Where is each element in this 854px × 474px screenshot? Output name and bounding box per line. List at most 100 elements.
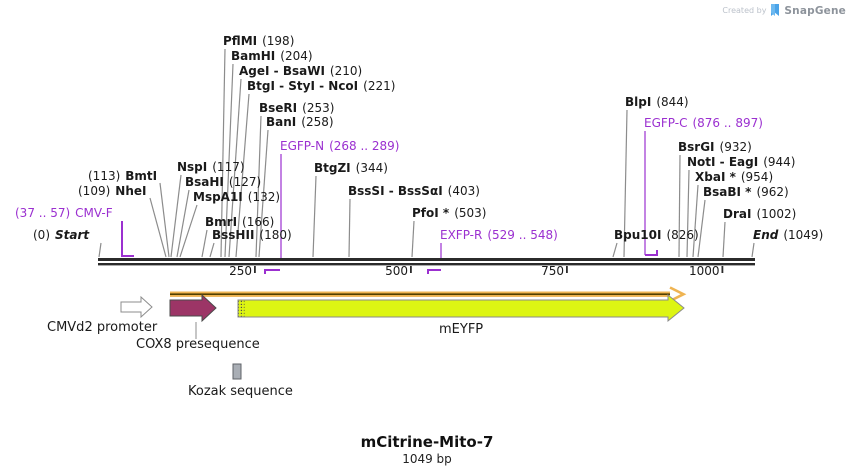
site-name: EGFP-N [280, 139, 325, 153]
site-name: AgeI - BsaWI [239, 64, 325, 78]
connector-line-pflmi [220, 48, 226, 258]
connector-line-bamhi [224, 63, 234, 258]
site-position: (844) [656, 95, 689, 109]
site-position: (268 .. 289) [329, 139, 400, 153]
site-label-agei-bsawi[interactable]: AgeI - BsaWI (210) [239, 65, 362, 78]
connector-line-noti-eagi [686, 169, 690, 258]
site-position: (127) [228, 175, 262, 189]
site-name: BmrI [205, 215, 238, 229]
connector-line-bsrgi [678, 154, 681, 258]
feature-label-kozak-sequence[interactable]: Kozak sequence [188, 384, 293, 399]
site-position: (344) [355, 161, 388, 175]
feature-label-meyfp[interactable]: mEYFP [439, 322, 484, 337]
site-label-bseri[interactable]: BseRI (253) [259, 102, 334, 115]
ruler-tick [254, 266, 256, 273]
site-position: (944) [763, 155, 796, 169]
primer-marker [645, 250, 658, 256]
site-label-bmri[interactable]: BmrI (166) [205, 216, 274, 229]
connector-line-nhei [149, 197, 167, 258]
site-name: BseRI [259, 101, 298, 115]
connector-line-end [751, 242, 755, 258]
site-label-btgi-styi-ncoi[interactable]: BtgI - StyI - NcoI (221) [247, 80, 395, 93]
site-name: PflMI [223, 34, 258, 48]
site-name: BlpI [625, 95, 652, 109]
site-position: (166) [242, 215, 275, 229]
site-name: Bpu10I [614, 228, 662, 242]
site-position: (258) [301, 115, 334, 129]
site-name: NheI [115, 184, 147, 198]
site-name: EXFP-R [440, 228, 483, 242]
site-label-exfp-r[interactable]: EXFP-R (529 .. 548) [440, 229, 558, 242]
site-label-bsahi[interactable]: BsaHI(127) [185, 176, 261, 189]
site-position: (503) [454, 206, 487, 220]
connector-line-bani [258, 129, 269, 258]
site-name: BamHI [231, 49, 276, 63]
site-name: BsrGI [678, 140, 715, 154]
snapgene-credit: Created by SnapGene [722, 4, 846, 17]
connector-line-drai [722, 221, 726, 258]
site-name: BmtI [125, 169, 158, 183]
site-position: (253) [302, 101, 335, 115]
site-label-blpi[interactable]: BlpI (844) [625, 96, 689, 109]
site-position: (962) [756, 185, 789, 199]
site-label-bsshii[interactable]: BssHII(180) [212, 229, 292, 242]
site-label-nspi[interactable]: NspI(117) [177, 161, 245, 174]
site-label-bsabi[interactable]: BsaBI *(962) [703, 186, 789, 199]
feature-box-kozak[interactable] [232, 363, 242, 380]
site-position: (113) [88, 169, 121, 183]
connector-line-bsshii [209, 242, 215, 258]
site-label-mspa1i[interactable]: MspA1I(132) [193, 191, 280, 204]
site-label-bani[interactable]: BanI(258) [266, 116, 334, 129]
site-label-bpu10i[interactable]: Bpu10I(826) [614, 229, 699, 242]
connector-line-btgzi [312, 175, 317, 258]
site-position: (109) [78, 184, 111, 198]
site-label-egfp-n[interactable]: EGFP-N (268 .. 289) [280, 140, 400, 153]
site-label-drai[interactable]: DraI(1002) [723, 208, 796, 221]
site-label-nhei[interactable]: (109) NheI [78, 185, 146, 198]
site-name: CMV-F [75, 206, 113, 220]
connector-line-xbai [692, 184, 699, 258]
ruler-tick [410, 266, 412, 273]
site-label-pflmi[interactable]: PflMI(198) [223, 35, 294, 48]
site-label-bsrgi[interactable]: BsrGI (932) [678, 141, 752, 154]
site-label-cmv-f[interactable]: (37 .. 57) CMV-F [15, 207, 113, 220]
site-label-end[interactable]: End(1049) [753, 229, 823, 242]
site-label-bamhi[interactable]: BamHI(204) [231, 50, 313, 63]
site-position: (529 .. 548) [487, 228, 558, 242]
feature-label-cox8-presequence[interactable]: COX8 presequence [136, 337, 260, 352]
site-label-xbai[interactable]: XbaI *(954) [695, 171, 773, 184]
connector-line-bpu10i [612, 242, 618, 258]
snapgene-brand-text: SnapGene [784, 4, 846, 17]
site-name: NspI [177, 160, 208, 174]
feature-arrow-meyfp[interactable] [237, 293, 685, 323]
connector-line-start [98, 242, 102, 258]
site-name: BtgI - StyI - NcoI [247, 79, 359, 93]
site-position: (1049) [783, 228, 824, 242]
primer-marker [264, 269, 280, 274]
site-position: (132) [247, 190, 281, 204]
site-label-noti-eagi[interactable]: NotI - EagI(944) [687, 156, 795, 169]
ruler-tick [721, 266, 724, 273]
connector-line-bseri [255, 115, 262, 258]
site-label-btgzi[interactable]: BtgZI(344) [314, 162, 388, 175]
connector-line-bsssi-bsss-i [348, 198, 351, 258]
site-label-bmti[interactable]: (113) BmtI [88, 170, 157, 183]
feature-arrow-cmvd2-promoter[interactable] [120, 295, 153, 319]
site-position: (210) [329, 64, 363, 78]
ruler-top-bar [98, 258, 755, 261]
site-label-egfp-c[interactable]: EGFP-C(876 .. 897) [644, 117, 763, 130]
site-label-bsssi-bsss-i[interactable]: BssSI - BssSαI(403) [348, 185, 480, 198]
site-position: (221) [363, 79, 396, 93]
connector-line-pfoi [411, 220, 415, 258]
site-label-pfoi[interactable]: PfoI *(503) [412, 207, 486, 220]
connector-line-bmri [201, 229, 208, 258]
site-position: (37 .. 57) [15, 206, 71, 220]
connector-line-btgi-styi-ncoi [235, 93, 250, 258]
site-position: (954) [740, 170, 774, 184]
feature-arrow-cox8-presequence[interactable] [169, 293, 217, 323]
site-position: (932) [719, 140, 752, 154]
ruler-tick-label: 1000 [688, 264, 720, 278]
feature-label-cmvd2-promoter[interactable]: CMVd2 promoter [47, 320, 158, 335]
site-label-start[interactable]: (0)Start [33, 229, 89, 242]
